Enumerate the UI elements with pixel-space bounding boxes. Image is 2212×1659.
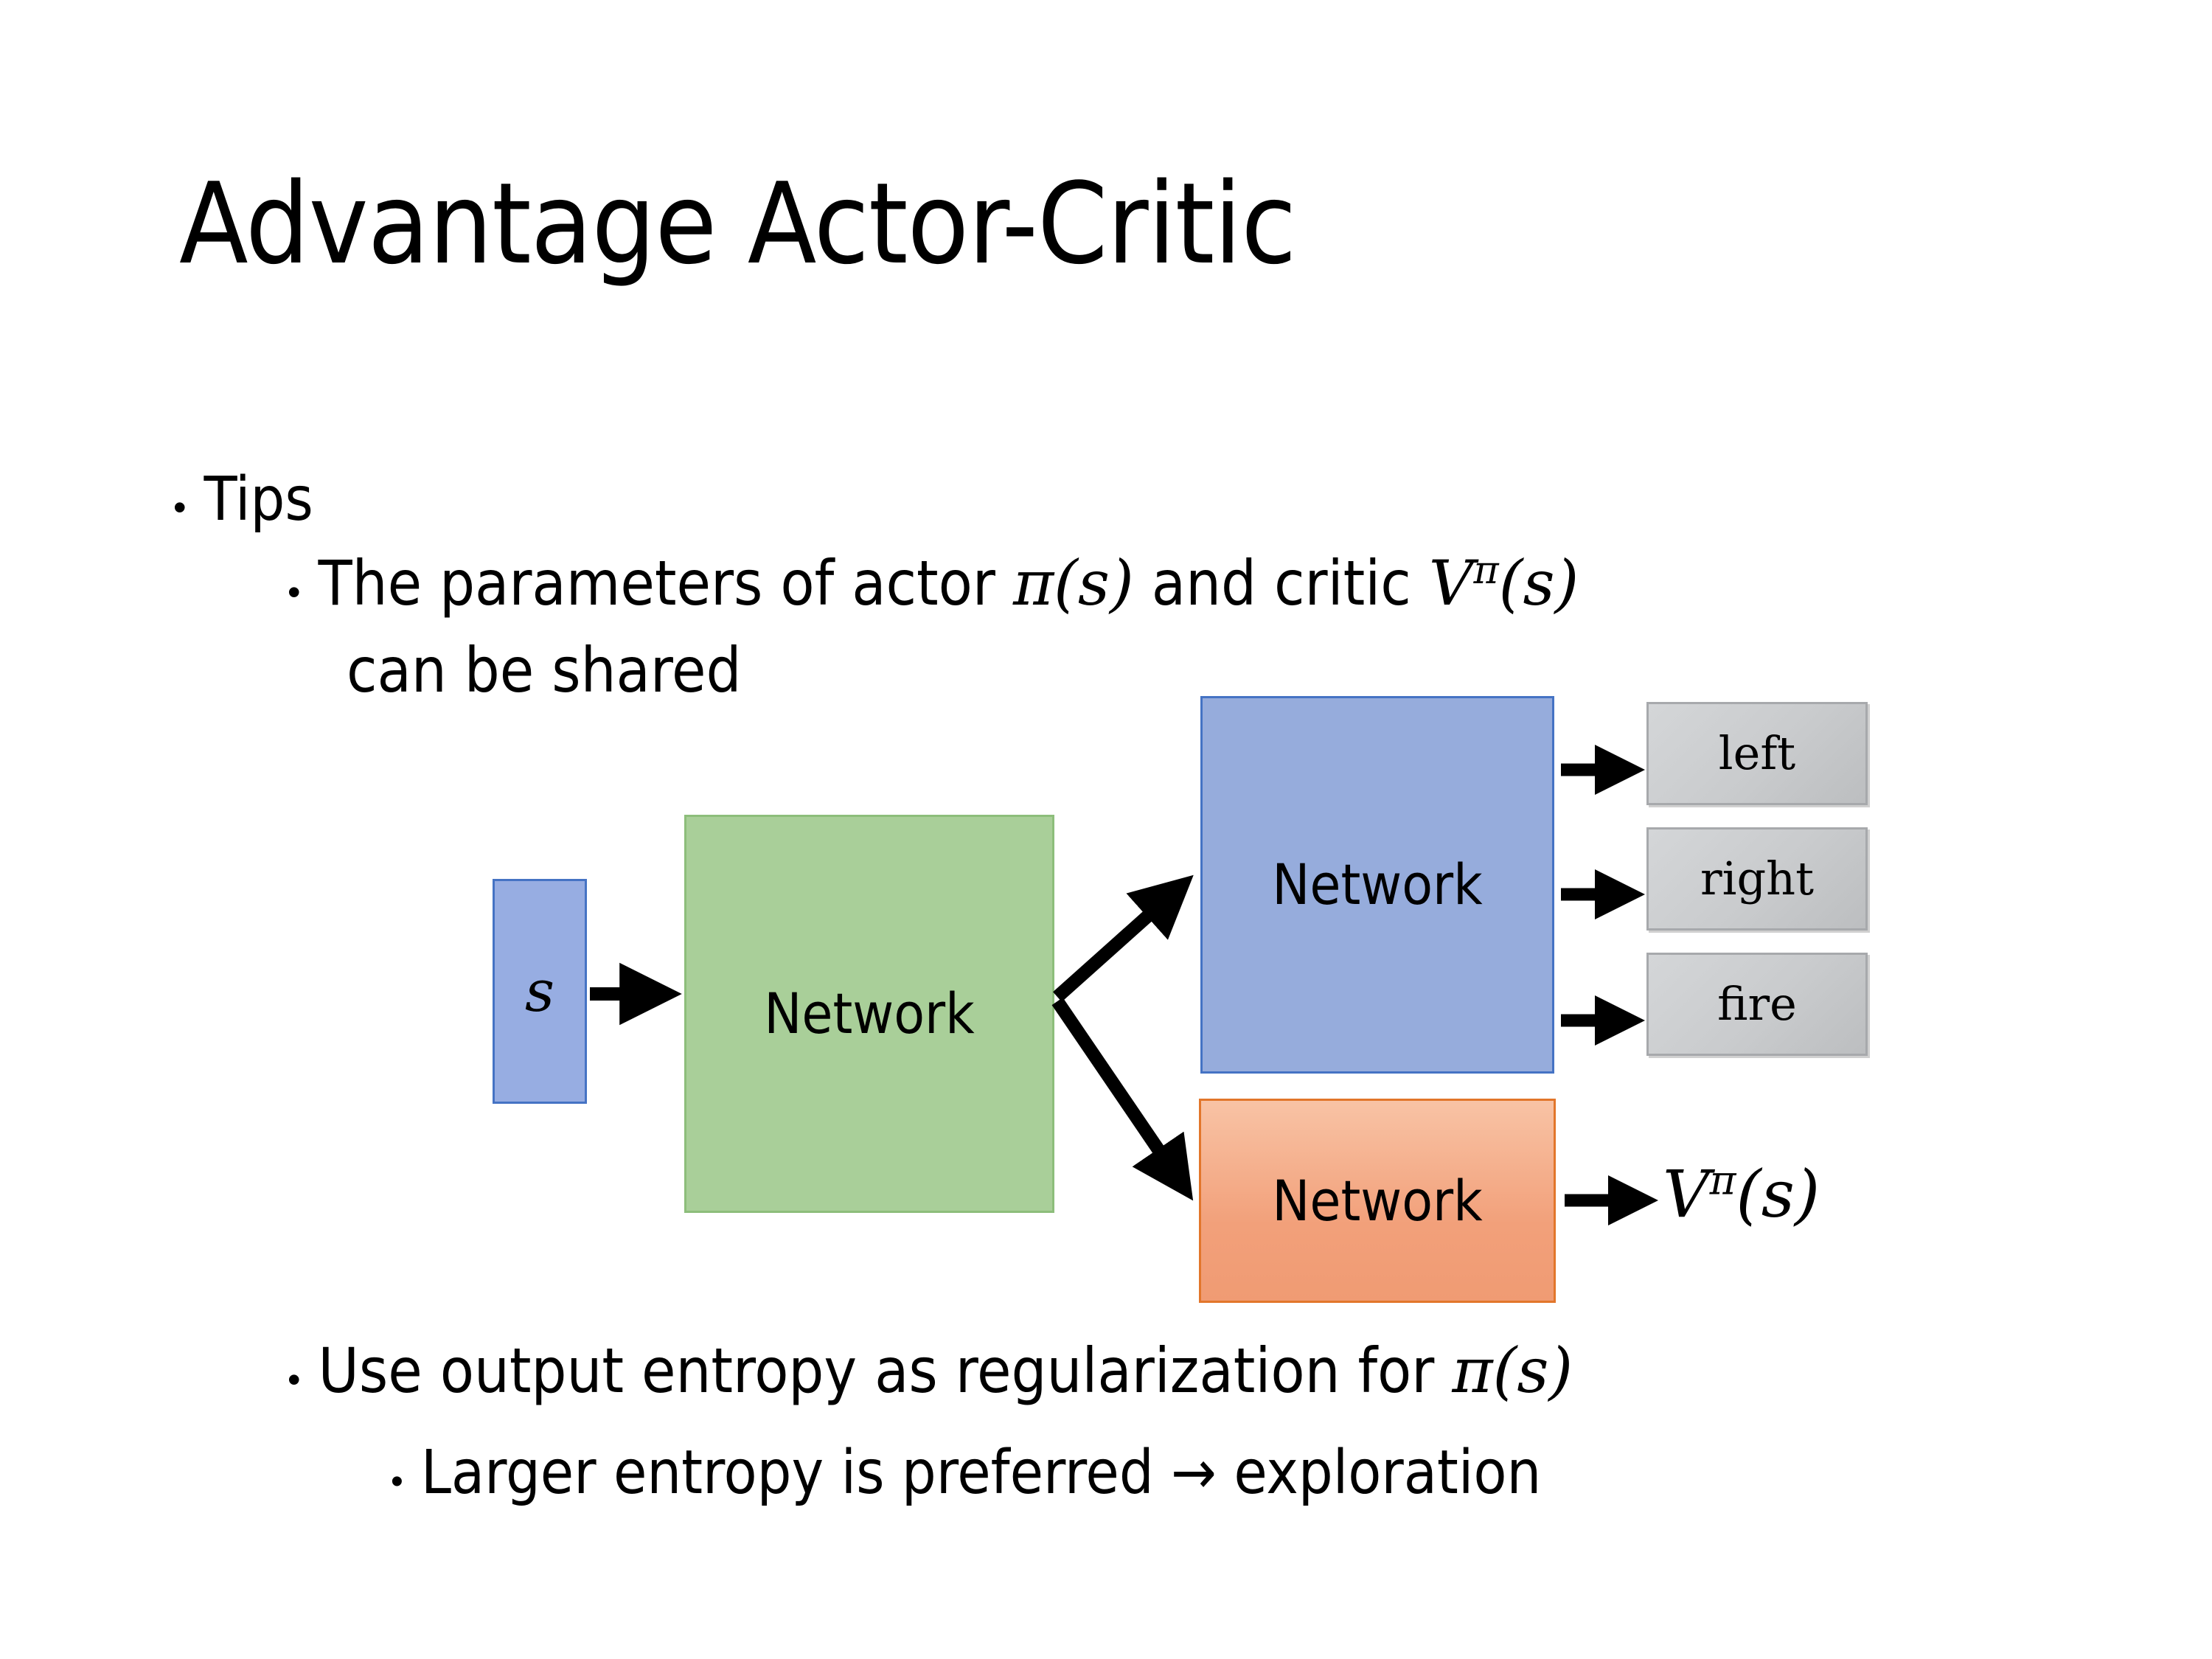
value-output-V: V xyxy=(1663,1156,1710,1232)
bullet-tips-label: Tips xyxy=(204,465,313,535)
diagram-actor-network-box: Network xyxy=(1200,696,1554,1074)
diagram-action-output-fire: fire xyxy=(1646,953,1868,1056)
arrow-shared-to-critic xyxy=(1051,997,1194,1201)
arrow-shared-to-actor xyxy=(1053,874,1194,1002)
diagram-critic-network-box: Network xyxy=(1199,1099,1556,1303)
math-critic-arg: (s) xyxy=(1498,547,1579,619)
bullet-entropy-text: Use output entropy as regularization for… xyxy=(319,1335,1573,1407)
diagram-action-output-right-label: right xyxy=(1700,852,1814,905)
bullet-dot-icon: • xyxy=(173,487,187,528)
diagram-input-state-label: s xyxy=(524,958,555,1025)
diagram-action-output-fire-label: fire xyxy=(1717,977,1797,1031)
math-actor-arg: (s) xyxy=(1054,547,1134,619)
diagram-action-output-left: left xyxy=(1646,702,1868,805)
bullet-entropy-regularization: • Use output entropy as regularization f… xyxy=(288,1335,1573,1407)
diagram-input-state-box: s xyxy=(493,879,587,1104)
bullet-dot-icon: • xyxy=(288,571,301,613)
bullet-dot-icon: • xyxy=(288,1359,301,1400)
bullet-params-prefix: The parameters of actor xyxy=(318,547,1013,619)
math-actor-pi: π(s) xyxy=(1012,547,1134,619)
diagram-action-output-left-label: left xyxy=(1718,726,1796,780)
bullet-entropy-prefix: Use output entropy as regularization for xyxy=(318,1335,1453,1407)
bullet-tips: • Tips xyxy=(173,465,313,535)
bullet-shared-parameters: • The parameters of actor π(s) and criti… xyxy=(288,547,1579,619)
bullet-dot-icon: • xyxy=(391,1462,403,1501)
bullet-larger-entropy-label: Larger entropy is preferred → exploratio… xyxy=(420,1438,1542,1508)
math-critic-V-letter: V xyxy=(1428,547,1474,619)
math-critic-superscript-pi: π xyxy=(1473,549,1499,593)
diagram-actor-network-label: Network xyxy=(1272,852,1483,917)
math-entropy-arg: (s) xyxy=(1492,1335,1573,1407)
bullet-params-middle: and critic xyxy=(1133,547,1429,619)
math-critic-V: Vπ(s) xyxy=(1429,547,1579,619)
diagram-shared-network-box: Network xyxy=(684,815,1054,1213)
value-output-arg: (s) xyxy=(1736,1156,1820,1232)
page-title: Advantage Actor-Critic xyxy=(179,159,1296,289)
bullet-larger-entropy: • Larger entropy is preferred → explorat… xyxy=(391,1438,1541,1508)
diagram-critic-network-label: Network xyxy=(1272,1167,1483,1234)
value-output-superscript-pi: π xyxy=(1709,1156,1736,1204)
bullet-params-line2: can be shared xyxy=(347,634,742,706)
math-entropy-pi: π(s) xyxy=(1452,1335,1573,1407)
diagram-value-output-label: Vπ(s) xyxy=(1663,1156,1820,1232)
diagram-shared-network-label: Network xyxy=(764,981,975,1046)
diagram-action-output-right: right xyxy=(1646,827,1868,931)
bullet-params-text: The parameters of actor π(s) and critic … xyxy=(319,547,1579,619)
